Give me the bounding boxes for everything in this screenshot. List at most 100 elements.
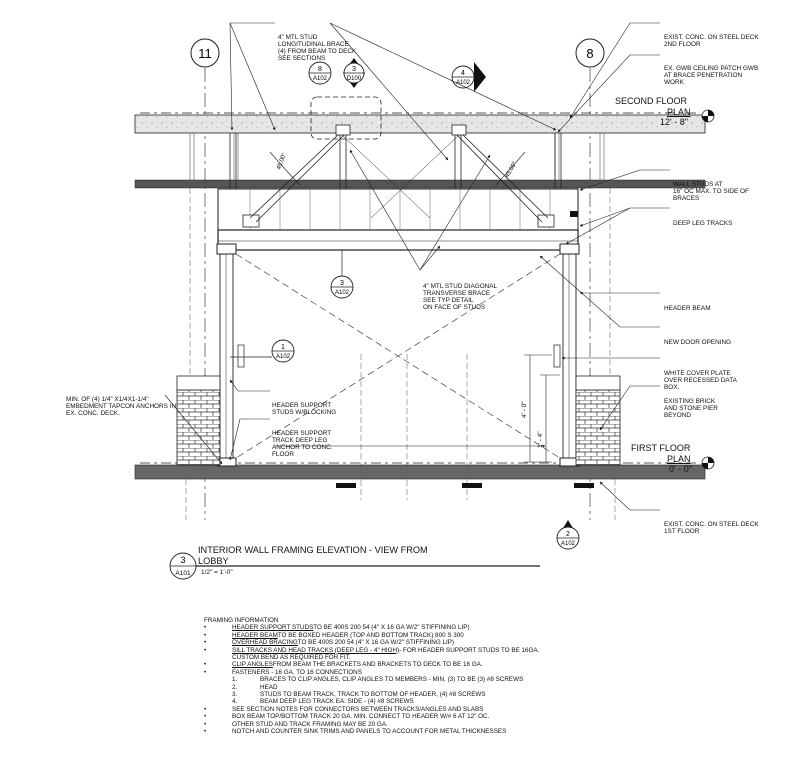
note-bullet: •	[204, 639, 207, 647]
note-item: •HEADER BEAM TO BE BOXED HEADER (TOP AND…	[204, 632, 539, 639]
floor-marker-3	[574, 483, 594, 488]
note-item: •SILL TRACKS AND HEAD TRACKS (DEEP LEG -…	[204, 647, 539, 654]
section-mark-2-a102[interactable]: 2 A102	[556, 520, 580, 550]
note-bullet: •	[204, 631, 207, 639]
note-text: FROM BEAM THE BRACKETS AND BRACKETS TO D…	[272, 661, 483, 669]
deep-leg-track-left	[216, 243, 237, 255]
dim-height-2: 1' - 4"	[537, 431, 544, 448]
note-text: BOX BEAM TOP/BOTTOM TRACK 20 GA. MIN. CO…	[232, 713, 490, 721]
note-text: BEAM DEEP LEG TRACK EA. SIDE - (4) #8 SC…	[260, 698, 414, 706]
note-text: SEE SECTION NOTES FOR CONNECTORS BETWEEN…	[232, 705, 484, 713]
grid-bubble-left[interactable]: 11	[190, 38, 220, 68]
svg-text:A102: A102	[561, 541, 576, 547]
note-number: 2.	[232, 683, 238, 691]
angle-left-label: 45.00°	[276, 152, 288, 171]
note-number: 1.	[232, 676, 238, 684]
note-text: BRACES TO CLIP ANGLES, CLIP ANGLES TO ME…	[260, 676, 524, 684]
svg-text:3: 3	[340, 280, 344, 287]
section-mark-3-d100[interactable]: 3 D100	[343, 58, 365, 88]
note-item: •HEADER SUPPORT STUDS TO BE 400S 200 54 …	[204, 624, 539, 631]
note-text: - FOR HEADER SUPPORT STUDS TO BE 16GA.	[399, 646, 540, 654]
note-text: HEAD	[260, 683, 278, 691]
ceiling-patch-outline	[310, 96, 382, 140]
note-bullet: •	[204, 720, 207, 728]
deep-leg-track-right	[559, 243, 580, 255]
angle-right-label: 45.00°	[505, 160, 519, 179]
title-view-bubble[interactable]: 3 A101	[169, 552, 197, 580]
wall-studs	[189, 133, 605, 180]
note-bullet: •	[204, 624, 207, 632]
note-text: OTHER STUD AND TRACK FRAMING MAY BE 20 G…	[232, 720, 388, 728]
svg-text:1: 1	[281, 344, 285, 351]
note-item: 3.STUDS TO BEAM TRACK, TRACK TO BOTTOM O…	[204, 691, 539, 698]
level-second-elev: 12' - 8"	[660, 117, 688, 127]
note-number: 4.	[232, 698, 238, 706]
level-target-second	[701, 109, 715, 123]
svg-text:A102: A102	[456, 80, 471, 86]
section-mark-8-a102[interactable]: 8 A102	[308, 61, 332, 85]
level-first-elev: 0' - 0"	[669, 464, 692, 474]
cover-plate-right	[553, 344, 561, 368]
note-item: 1. BRACES TO CLIP ANGLES, CLIP ANGLES TO …	[204, 676, 539, 683]
stone-cap-right	[575, 375, 621, 391]
note-key-term: OVERHEAD BRACING	[232, 639, 298, 647]
stone-cap-left	[176, 375, 221, 391]
note-bullet: •	[204, 728, 207, 736]
header-beam-band	[134, 179, 706, 189]
svg-text:A102: A102	[276, 354, 291, 360]
brace-clip-left	[335, 124, 351, 136]
note-item: •CLIP ANGLES FROM BEAM THE BRACKETS AND …	[204, 661, 539, 668]
note-text: CUSTOM BEND AS REQUIRED FOR FIT.	[232, 654, 351, 662]
note-item: •OVERHEAD BRACING TO BE 400S 200 54 (4" …	[204, 639, 539, 646]
note-text: TO BE 400S 200 54 (4" X 16 GA W/2" STIFF…	[313, 624, 470, 632]
cover-plate-left	[237, 344, 245, 368]
first-floor-slab	[134, 464, 706, 480]
second-floor-slab	[134, 114, 706, 134]
callout-tapcon-anchors: MIN. OF (4) 1/4" x1/4x1-1/4"EMBEDMENT TA…	[66, 395, 177, 418]
header-beam	[217, 188, 579, 251]
note-bullet: •	[204, 646, 207, 654]
svg-text:11: 11	[198, 46, 212, 61]
note-bullet: •	[204, 668, 207, 676]
longitudinal-braces	[229, 125, 562, 223]
svg-text:A102: A102	[335, 290, 350, 296]
note-bullet	[204, 654, 232, 661]
note-text: FASTENERS - 16 GA. TO 16 CONNECTIONS	[232, 668, 362, 676]
framing-notes: FRAMING INFORMATION •HEADER SUPPORT STUD…	[204, 617, 539, 736]
note-item: • FASTENERS - 16 GA. TO 16 CONNECTIONS	[204, 669, 539, 676]
section-mark-4-a102[interactable]: 4 A102	[451, 62, 486, 92]
leader-lines	[164, 22, 670, 511]
dim-height-1: 4' - 0"	[521, 401, 528, 418]
section-mark-3-a102[interactable]: 3 A102	[330, 250, 354, 299]
grid-bubble-right[interactable]: 8	[575, 38, 605, 68]
note-item: 4. BEAM DEEP LEG TRACK EA. SIDE - (4) #8 …	[204, 698, 539, 705]
grid-lines	[204, 68, 591, 520]
section-mark-1-a102[interactable]: 1 A102	[230, 339, 295, 363]
note-text: NOTCH AND COUNTER SINK TRIMS AND PANELS …	[232, 728, 507, 736]
note-item: • OTHER STUD AND TRACK FRAMING MAY BE 20 …	[204, 721, 539, 728]
drawing-scale: 1/2" = 1'-0"	[201, 569, 233, 576]
floor-marker-2	[462, 483, 482, 488]
note-item: •SEE SECTION NOTES FOR CONNECTORS BETWEE…	[204, 706, 539, 713]
level-first-name: FIRST FLOOR	[631, 443, 691, 453]
brick-pier-right	[575, 389, 621, 466]
svg-text:4: 4	[461, 70, 465, 77]
drawing-title: INTERIOR WALL FRAMING ELEVATION - VIEW F…	[198, 545, 428, 566]
svg-text:D100: D100	[347, 76, 362, 82]
level-first-tag: PLAN	[667, 454, 691, 464]
floor-marker-1	[336, 483, 356, 488]
notes-heading: FRAMING INFORMATION	[204, 617, 279, 624]
svg-text:3: 3	[352, 66, 356, 73]
angle-arc-right	[495, 151, 526, 186]
note-text: STUDS TO BEAM TRACK, TRACK TO BOTTOM OF …	[260, 691, 486, 699]
